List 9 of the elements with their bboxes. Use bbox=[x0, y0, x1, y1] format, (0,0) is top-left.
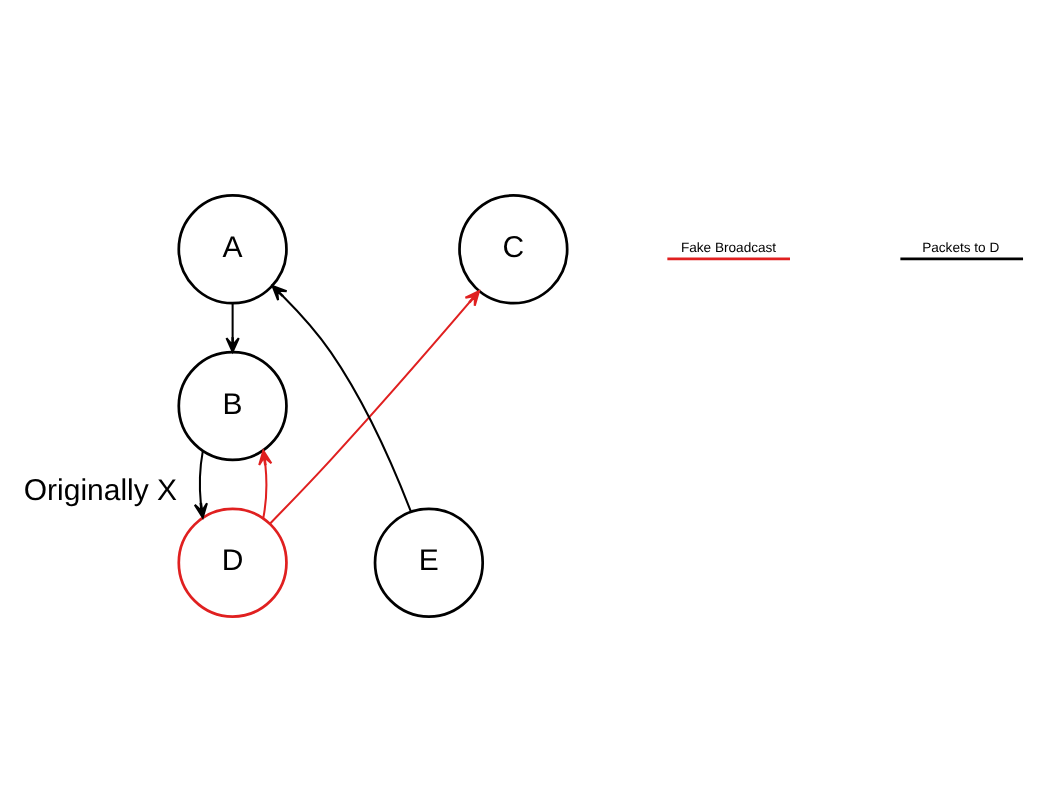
arrow bbox=[258, 449, 273, 519]
arrow bbox=[193, 450, 208, 519]
node-circle: B bbox=[177, 350, 288, 462]
arrow bbox=[269, 290, 480, 525]
node-circle: D bbox=[177, 507, 288, 618]
arrow bbox=[271, 285, 412, 512]
arrow bbox=[225, 303, 240, 353]
node-circle: E bbox=[373, 507, 485, 618]
node-label: Originally X bbox=[23, 474, 178, 509]
